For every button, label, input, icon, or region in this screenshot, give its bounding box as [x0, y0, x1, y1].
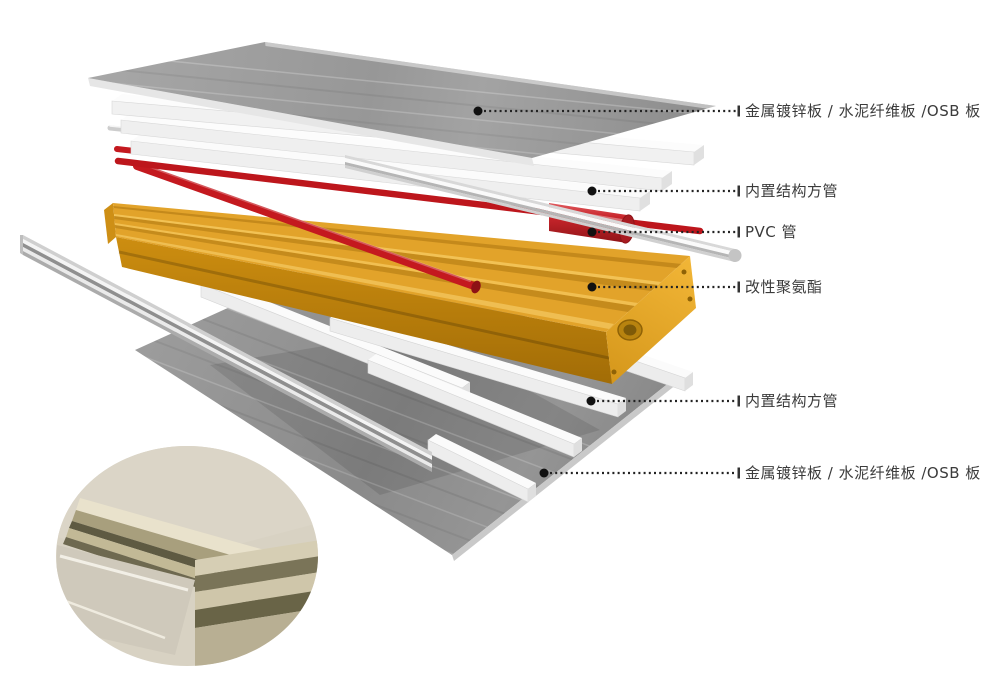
rail-round-end	[728, 249, 742, 262]
red-pipe-on-core	[133, 162, 481, 294]
layer-label-upper-tube: 内置结构方管	[745, 182, 839, 200]
core-small-hole	[681, 269, 687, 275]
square-tube-end	[662, 171, 672, 191]
rail-end-cap	[20, 235, 23, 255]
rail-ridge	[345, 165, 735, 262]
core-rib-highlight	[115, 223, 638, 306]
core-small-hole	[611, 369, 617, 375]
square-tube-end	[528, 483, 536, 502]
leader-tick	[737, 395, 740, 407]
leader-dot	[587, 186, 597, 196]
leader-lines	[473, 105, 740, 479]
square-tube-end	[618, 398, 626, 417]
photo-gap-line	[59, 554, 189, 592]
top-panel-face	[88, 42, 716, 158]
square-tube-end	[685, 372, 693, 391]
leader-tick	[737, 185, 740, 197]
photo-stack-layer	[195, 572, 318, 610]
rail-ridge	[23, 251, 432, 472]
leader-top-board	[473, 105, 740, 117]
red-pipe-highlight	[138, 162, 471, 282]
core-front-shadow-line	[118, 250, 610, 360]
layer-label-bottom-board: 金属镀锌板 / 水泥纤维板 /OSB 板	[745, 464, 981, 482]
layer-label-pvc-pipe: PVC 管	[745, 223, 798, 241]
rail-highlight	[345, 158, 735, 256]
rail-ridge	[23, 235, 432, 456]
red-pipe	[133, 162, 478, 290]
leader-tick	[737, 105, 740, 117]
polyurethane-core	[104, 162, 696, 384]
core-small-hole	[687, 296, 693, 302]
square-tube-top	[121, 113, 672, 178]
leader-dot	[587, 227, 597, 237]
top-panel-far-edge-highlight	[265, 42, 717, 110]
core-left-end	[104, 203, 116, 244]
core-groove	[115, 225, 635, 312]
leader-dot	[587, 282, 597, 292]
core-groove	[113, 206, 682, 268]
square-tube-end	[574, 438, 582, 457]
rail-groove	[23, 243, 432, 464]
leader-bottom-board	[539, 467, 740, 479]
core-front-face	[116, 237, 612, 384]
core-end-hole-inner	[623, 324, 637, 336]
leader-tick	[737, 281, 740, 293]
leader-polyurethane	[587, 281, 740, 293]
photo-stack-layer	[195, 540, 318, 576]
core-rib-highlight	[116, 234, 614, 329]
leader-upper-tube	[587, 185, 740, 197]
photo-stack-layer	[195, 590, 318, 628]
photo-gap-line	[62, 598, 166, 640]
bottom-panel-edge	[452, 378, 677, 561]
aluminum-channel-rail	[20, 235, 432, 472]
leader-dot	[586, 396, 596, 406]
leader-lower-tube	[586, 395, 740, 407]
core-rib-highlight	[114, 214, 661, 285]
square-tube-end	[694, 145, 704, 165]
rail-shade	[345, 162, 735, 259]
square-tube-top	[368, 354, 582, 444]
square-tube-end	[640, 191, 650, 211]
product-photo-inset	[56, 446, 318, 666]
rail-ridge	[345, 155, 735, 252]
square-tube-top	[330, 312, 626, 404]
square-tube-top	[428, 434, 536, 489]
layer-label-top-board: 金属镀锌板 / 水泥纤维板 /OSB 板	[745, 102, 981, 120]
rail-highlight	[23, 239, 432, 460]
chrome-rail	[345, 155, 742, 262]
square-tube-top	[201, 278, 470, 388]
bottom-panel-shadow-band	[210, 330, 600, 495]
layer-label-polyurethane: 改性聚氨酯	[745, 278, 823, 296]
leader-dot	[539, 468, 549, 478]
leader-pvc-pipe	[587, 226, 740, 238]
layer-label-lower-tube: 内置结构方管	[745, 392, 839, 410]
leader-tick	[737, 226, 740, 238]
photo-stack-layer	[195, 556, 318, 592]
leader-dot	[473, 106, 483, 116]
red-pipe-end-cap	[471, 280, 481, 294]
photo-lower-board	[56, 545, 195, 655]
leader-tick	[737, 467, 740, 479]
core-end-face	[606, 256, 696, 384]
rail-highlight	[23, 247, 432, 468]
top-panel-thickness-edge	[88, 78, 534, 166]
